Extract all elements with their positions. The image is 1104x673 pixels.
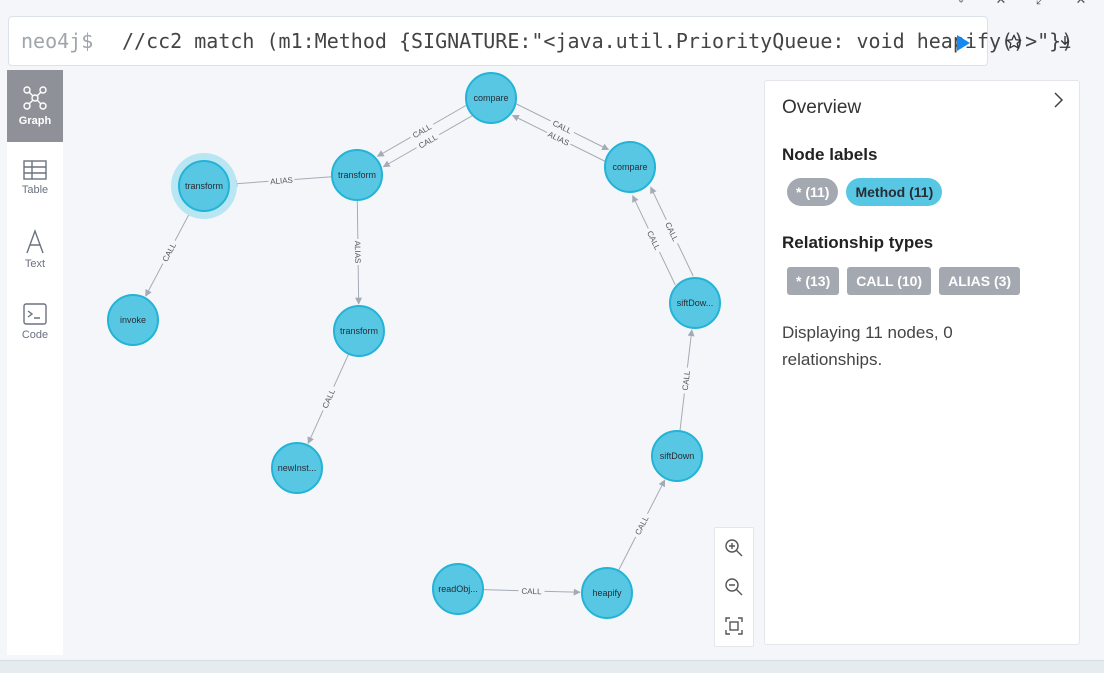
pin-icon[interactable]: ⌖ (957, 0, 965, 8)
play-icon[interactable] (953, 33, 973, 53)
close-icon[interactable]: ✕ (995, 0, 1007, 8)
star-icon[interactable] (1002, 30, 1026, 54)
node-label: compare (612, 162, 647, 172)
relationship-edge[interactable]: CALL (482, 584, 581, 597)
rel-type-all[interactable]: * (13) (787, 267, 840, 295)
edge-label: CALL (663, 221, 680, 243)
chevron-right-icon[interactable] (1049, 91, 1067, 109)
download-icon[interactable] (1053, 30, 1077, 54)
relationship-types-heading: Relationship types (782, 233, 934, 252)
relationship-edge[interactable]: CALL (307, 353, 350, 445)
zoom-in-icon[interactable] (724, 538, 744, 558)
overview-title: Overview (782, 97, 862, 118)
relationship-edge[interactable]: CALL (145, 207, 193, 297)
relationship-edge[interactable]: ALIAS (230, 173, 333, 188)
graph-node[interactable]: compare (604, 141, 656, 193)
node-label: newInst... (278, 463, 317, 473)
graph-node[interactable]: heapify (581, 567, 633, 619)
relationship-edge[interactable]: CALL (617, 479, 666, 571)
node-labels-list: * (11) Method (11) (787, 178, 943, 206)
result-view-nav: Graph Table Text Code (7, 70, 63, 655)
code-icon (23, 303, 47, 325)
fit-screen-icon[interactable] (724, 616, 744, 636)
query-editor[interactable]: neo4j$ //cc2 match (m1:Method {SIGNATURE… (8, 16, 1074, 66)
relationship-edge[interactable]: CALL (678, 329, 695, 432)
table-icon (23, 160, 47, 180)
edge-label: CALL (321, 387, 338, 409)
node-label: readObj... (438, 584, 478, 594)
nav-table-label: Table (21, 184, 49, 196)
node-label: compare (473, 93, 508, 103)
graph-node[interactable]: compare (465, 72, 517, 124)
nav-text[interactable]: Text (7, 214, 63, 286)
expand-icon[interactable]: ⤢ (1035, 0, 1047, 8)
edge-label: ALIAS (270, 176, 293, 187)
nav-code[interactable]: Code (7, 286, 63, 358)
node-label: transform (340, 326, 378, 336)
relationship-types-list: * (13) CALL (10) ALIAS (3) (787, 267, 1021, 295)
node-label: heapify (592, 588, 622, 598)
edge-label: CALL (681, 370, 692, 391)
relationship-edge[interactable]: CALL (515, 103, 610, 151)
query-text[interactable]: //cc2 match (m1:Method {SIGNATURE:"<java… (122, 29, 1074, 53)
edge-label: CALL (645, 229, 662, 251)
graph-node[interactable]: siftDow... (669, 277, 721, 329)
graph-node[interactable]: invoke (107, 294, 159, 346)
graph-node[interactable]: transform (333, 305, 385, 357)
node-label: invoke (120, 315, 146, 325)
graph-icon (23, 86, 47, 110)
node-labels-heading: Node labels (782, 145, 878, 164)
nav-table[interactable]: Table (7, 142, 63, 214)
graph-node[interactable]: readObj... (432, 563, 484, 615)
display-summary: Displaying 11 nodes, 0 relationships. (782, 323, 953, 369)
relationship-edge[interactable]: ALIAS (352, 199, 365, 305)
close-icon[interactable]: ✕ (1075, 0, 1087, 8)
node-label: transform (185, 181, 223, 191)
relationship-edge[interactable]: CALL (632, 195, 676, 285)
rel-type-alias[interactable]: ALIAS (3) (939, 267, 1021, 295)
next-frame-edge (0, 660, 1104, 673)
rel-type-call[interactable]: CALL (10) (847, 267, 932, 295)
relationship-edge[interactable]: CALL (650, 186, 694, 277)
zoom-controls (714, 527, 754, 647)
nav-code-label: Code (21, 329, 49, 341)
graph-node[interactable]: transform (331, 149, 383, 201)
editor-prompt: neo4j$ (21, 29, 94, 53)
nav-graph-label: Graph (18, 115, 52, 127)
window-controls: ⌖ ✕ ⤢ ✕ (952, 0, 1090, 8)
node-label: siftDown (660, 451, 695, 461)
edge-label: CALL (521, 587, 542, 597)
node-label-method[interactable]: Method (11) (846, 178, 943, 206)
graph-node[interactable]: newInst... (271, 442, 323, 494)
nav-text-label: Text (24, 258, 46, 270)
node-label: siftDow... (677, 298, 714, 308)
node-label-all[interactable]: * (11) (787, 178, 839, 206)
text-icon (26, 228, 44, 254)
overview-panel: Overview Node labels * (11) Method (11) … (764, 80, 1080, 645)
nav-graph[interactable]: Graph (7, 70, 63, 142)
graph-node[interactable]: transform (171, 153, 237, 219)
node-label: transform (338, 170, 376, 180)
edge-label: ALIAS (353, 241, 362, 264)
graph-node[interactable]: siftDown (651, 430, 703, 482)
zoom-out-icon[interactable] (724, 577, 744, 597)
